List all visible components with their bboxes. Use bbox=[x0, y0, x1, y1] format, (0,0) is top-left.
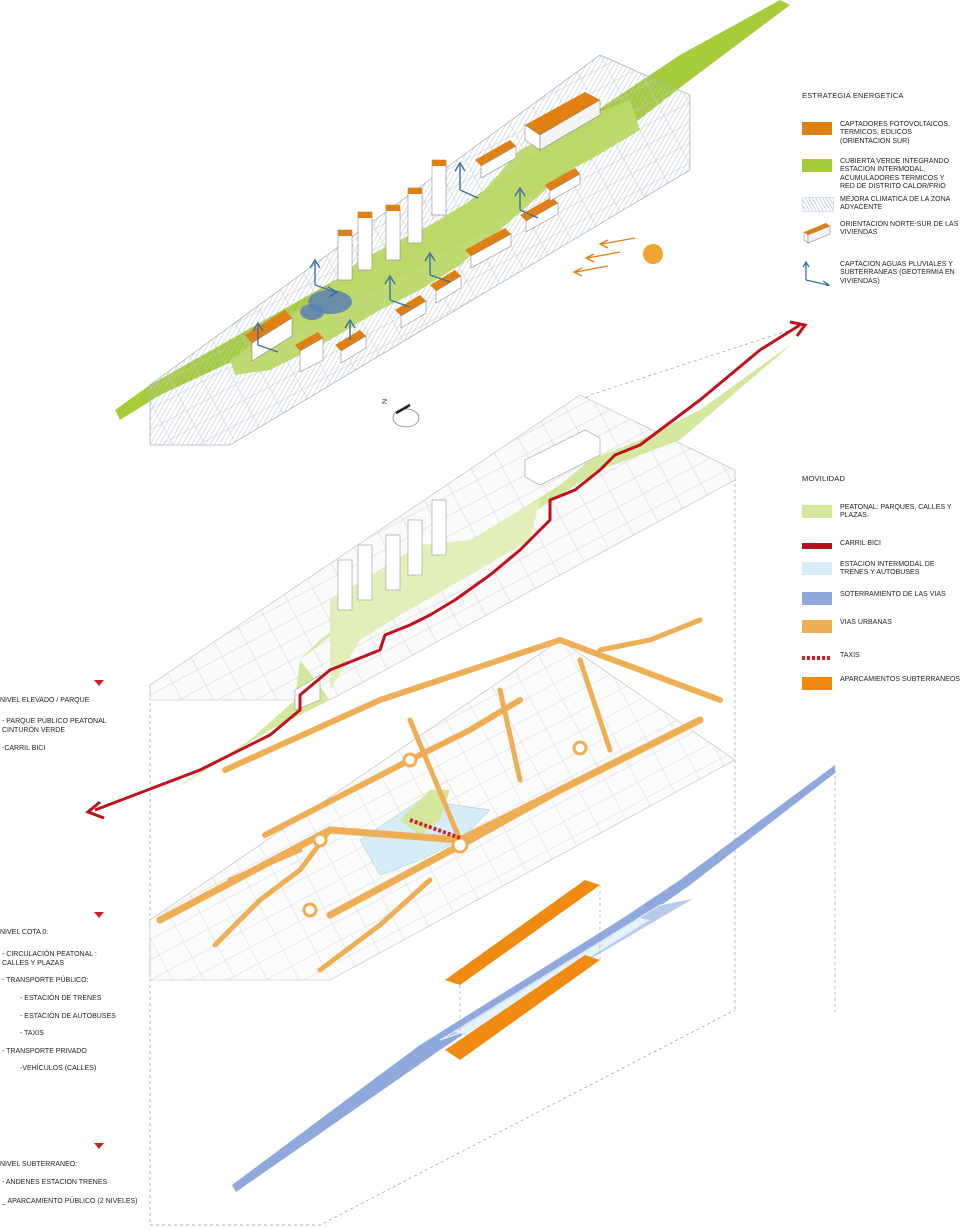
swatch-climate-zone bbox=[802, 197, 834, 212]
mobility-legend-title: MOVILIDAD bbox=[802, 474, 846, 483]
tower-roof bbox=[432, 160, 446, 166]
pedestrian-park bbox=[125, 335, 800, 815]
swatch-tracks bbox=[802, 592, 832, 605]
legend-label: CUBIERTA VERDE INTEGRANDO ESTACION INTER… bbox=[840, 158, 950, 191]
level-line: - ESTACIÓN DE TRENES bbox=[20, 995, 102, 1002]
swatch-building-icon bbox=[803, 223, 831, 244]
north-compass-icon bbox=[392, 403, 420, 428]
tower bbox=[385, 204, 401, 261]
bike-lane bbox=[94, 323, 801, 812]
tower-roof bbox=[338, 230, 352, 236]
level-marker-icon bbox=[94, 912, 104, 918]
level-line: - CIRCULACIÓN PEATONAL : CALLES Y PLAZAS bbox=[2, 951, 97, 967]
legend-label: SOTERRAMIENTO DE LAS VIAS bbox=[840, 591, 946, 598]
park-level-layer bbox=[85, 320, 836, 1226]
legend-label: CAPTACION AGUAS PLUVIALES Y SUBTERRANEAS… bbox=[840, 261, 955, 285]
swatch-parking bbox=[802, 677, 832, 690]
level-line: -VEHÍCULOS (CALLES) bbox=[20, 1065, 97, 1072]
water-pond-2 bbox=[300, 304, 324, 320]
level-title: NIVEL SUBTERRANEO: bbox=[0, 1161, 78, 1168]
swatch-rain-arrows-icon bbox=[802, 260, 831, 286]
level-marker-icon bbox=[94, 1143, 104, 1149]
swatch-bike-lane bbox=[802, 543, 832, 549]
tower-roof bbox=[358, 212, 372, 218]
legend-label: PEATONAL: PARQUES, CALLES Y PLAZAS. bbox=[840, 504, 952, 520]
legend-label: VIAS URBANAS bbox=[840, 619, 892, 626]
energy-legend-title: ESTRATEGIA ENERGETICA bbox=[802, 91, 904, 100]
level-marker-icon bbox=[94, 680, 104, 686]
level-line: - TRANSPORTE PÚBLICO: bbox=[2, 977, 89, 984]
legend-label: APARCAMIENTOS SUBTERRANEOS bbox=[840, 676, 960, 683]
parking-north bbox=[445, 880, 600, 985]
level-line: - ANDENES ESTACION TRENES bbox=[2, 1179, 108, 1186]
level-line: -CARRIL BICI bbox=[2, 745, 46, 752]
rain-capture-arrows bbox=[252, 161, 539, 353]
level-line: _ APARCAMIENTO PÚBLICO (2 NIVELES) bbox=[2, 1198, 138, 1205]
legend-label: CAPTADORES FOTOVOLTAICOS, TERMICOS, EOLI… bbox=[840, 121, 950, 145]
legend-label: MEJORA CLIMATICA DE LA ZONA ADYACENTE bbox=[840, 196, 950, 212]
tower bbox=[337, 229, 353, 281]
taxi-route bbox=[409, 818, 461, 840]
level-line: - PARQUE PÚBLICO PEATONAL CINTURÓN VERDE bbox=[2, 718, 107, 734]
bike-lane-arrow-start bbox=[85, 800, 105, 820]
legend-label: CARRIL BICI bbox=[840, 540, 881, 547]
slab-blocks bbox=[245, 92, 601, 373]
compass-label: N bbox=[382, 398, 390, 405]
bike-lane-arrow-end bbox=[789, 320, 808, 337]
swatch-station bbox=[802, 562, 832, 575]
swatch-solar bbox=[802, 122, 832, 135]
ground-level-layer bbox=[149, 617, 736, 981]
swatch-taxis bbox=[802, 656, 832, 660]
tower bbox=[407, 187, 423, 244]
level-title: NIVEL ELEVADO / PARQUE bbox=[0, 697, 90, 704]
swatch-green-roof bbox=[802, 159, 832, 172]
level-line: - TRANSPORTE PRIVADO bbox=[2, 1048, 87, 1055]
underground-tracks bbox=[232, 765, 835, 1192]
energy-layer bbox=[115, 0, 790, 446]
level-title: NIVEL COTA 0: bbox=[0, 929, 49, 936]
level-line: - TAXIS bbox=[20, 1030, 44, 1037]
underground-layer bbox=[232, 765, 835, 1192]
pedestrian-plaza bbox=[400, 790, 450, 835]
legend-label: ORIENTACION NORTE-SUR DE LAS VIVIENDAS bbox=[840, 221, 959, 237]
tower-roof bbox=[408, 188, 422, 194]
level-line: - ESTACIÓN DE AUTOBUSES bbox=[20, 1013, 116, 1020]
tower-roof bbox=[386, 205, 400, 211]
solar-arrows bbox=[572, 237, 636, 277]
swatch-roads bbox=[802, 620, 832, 633]
legend-label: TAXIS bbox=[840, 652, 860, 659]
swatch-pedestrian bbox=[802, 505, 832, 518]
legend-label: ESTACION INTERMODAL DE TRENES Y AUTOBUSE… bbox=[840, 561, 935, 577]
tower bbox=[357, 211, 373, 271]
tower bbox=[431, 159, 447, 216]
parking-south bbox=[445, 955, 600, 1060]
tower-group bbox=[337, 159, 447, 281]
sun-icon bbox=[643, 244, 663, 264]
